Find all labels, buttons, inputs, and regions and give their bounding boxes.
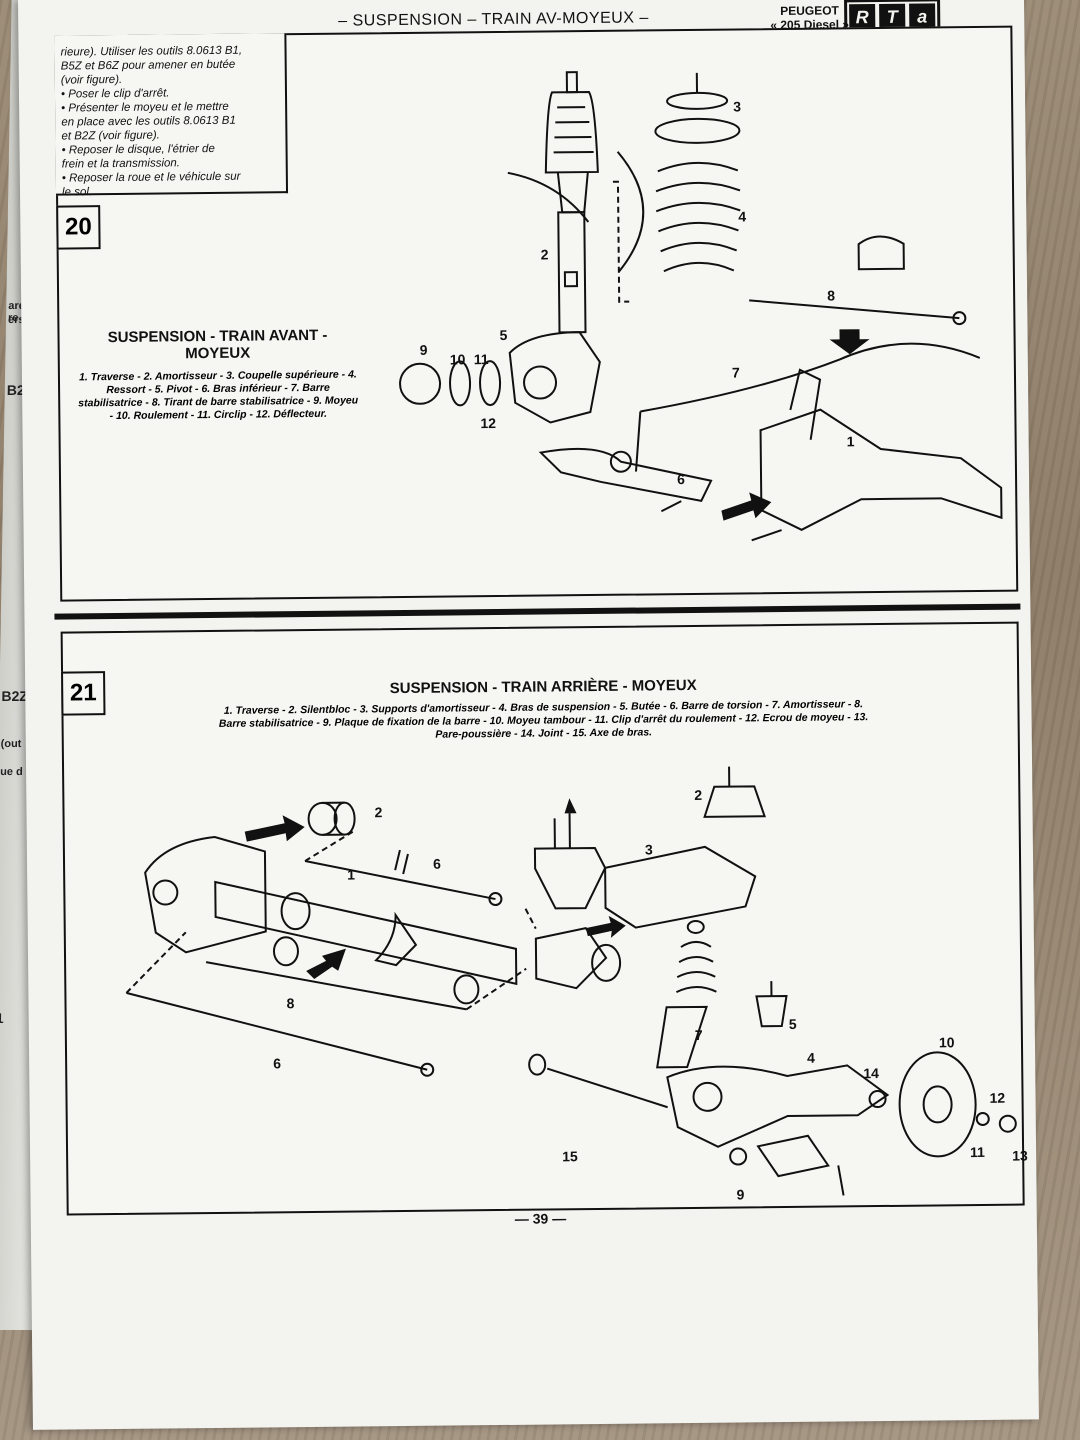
callout-label: 10 [449, 351, 466, 368]
callout-label: 5 [788, 1015, 797, 1032]
section-divider [54, 603, 1021, 620]
figure-20-panel: rieure). Utiliser les outils 8.0613 B1, … [54, 25, 1019, 602]
callout-label: 5 [499, 326, 508, 343]
callout-label: 2 [694, 786, 703, 803]
callout-label: 12 [480, 415, 497, 432]
callout-label: 3 [644, 841, 653, 858]
callout-label: 10 [938, 1034, 955, 1051]
strip-snippet: (out [0, 738, 22, 750]
callout-label: 11 [473, 351, 489, 368]
callout-label: 11 [970, 1143, 986, 1161]
callout-label: 4 [738, 208, 747, 225]
page-title: – SUSPENSION – TRAIN AV-MOYEUX – [338, 9, 649, 30]
callout-label: 2 [540, 246, 549, 263]
strip-snippet: 1 [0, 1010, 4, 1026]
callout-label: 6 [273, 1055, 282, 1072]
front-suspension-drawing [399, 71, 1003, 542]
strip-snippet: B2Z [1, 688, 29, 704]
callout-label: 13 [1012, 1147, 1028, 1164]
strip-snippet: ue d [0, 766, 23, 778]
callout-label: 6 [432, 855, 441, 872]
manual-page: – SUSPENSION – TRAIN AV-MOYEUX – PEUGEOT… [18, 0, 1039, 1430]
brand-make: PEUGEOT [780, 3, 839, 19]
rear-suspension-drawing [125, 766, 1017, 1196]
callout-label: 9 [419, 341, 428, 358]
callout-label: 8 [286, 995, 295, 1012]
figure-21-panel: 21 SUSPENSION - TRAIN ARRIÈRE - MOYEUX 1… [60, 621, 1028, 1216]
callout-label: 1 [347, 866, 356, 883]
page-number: — 39 — [514, 1210, 567, 1227]
callout-label: 7 [694, 1026, 703, 1043]
callout-label: 9 [736, 1186, 745, 1203]
callout-label: 8 [827, 287, 836, 304]
callout-label: 14 [863, 1065, 879, 1082]
callout-label: 1 [846, 433, 855, 450]
callout-label: 15 [562, 1148, 578, 1165]
callout-label: 3 [733, 98, 742, 115]
callout-label: 4 [807, 1049, 816, 1066]
callout-label: 2 [374, 804, 383, 821]
callout-label: 7 [731, 364, 740, 381]
callout-label: 12 [989, 1089, 1006, 1106]
callout-label: 6 [676, 471, 685, 488]
